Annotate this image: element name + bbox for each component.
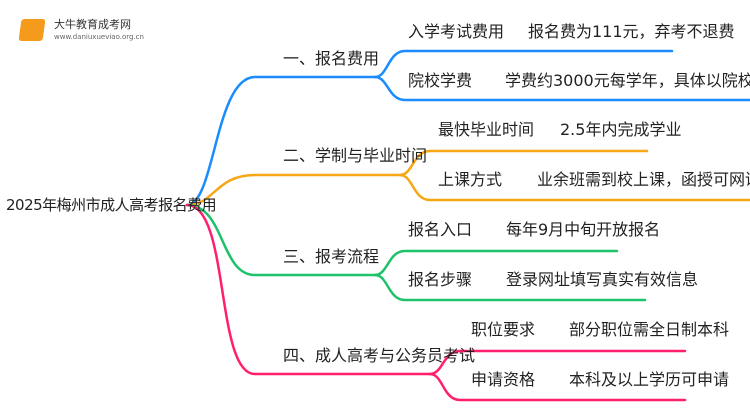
leaf-label[interactable]: 申请资格 [471, 370, 536, 389]
leaf-label[interactable]: 院校学费 [408, 71, 473, 90]
logo-url: www.daniuxueviao.org.cn [54, 33, 144, 41]
branch-2-label[interactable]: 二、学制与毕业时间 [283, 146, 428, 165]
leaf-4-2-connector [428, 372, 687, 402]
leaf-label[interactable]: 入学考试费用 [408, 22, 505, 41]
leaf-1-1-connector [373, 49, 674, 79]
leaf-value: 业余班需到校上课，函授可网课 [537, 170, 750, 189]
leaf-value: 每年9月中旬开放报名 [506, 220, 661, 239]
leaf-4-1-connector [428, 349, 687, 376]
leaf-label[interactable]: 职位要求 [471, 320, 536, 339]
leaf-3-1-connector [373, 249, 619, 277]
leaf-1-2-connector [373, 75, 750, 102]
leaf-value: 报名费为111元，弃考不退费 [528, 22, 735, 41]
logo-name: 大牛教育成考网 [54, 18, 131, 31]
leaf-label[interactable]: 报名步骤 [408, 270, 473, 289]
branch-3-connector [185, 203, 377, 277]
leaf-value: 2.5年内完成学业 [560, 120, 682, 139]
leaf-value: 本科及以上学历可申请 [569, 370, 730, 389]
leaf-label[interactable]: 报名入口 [408, 220, 473, 239]
branch-1-label[interactable]: 一、报名费用 [283, 49, 380, 68]
branch-1-connector [185, 75, 377, 207]
leaf-value: 学费约3000元每学年，具体以院校为准 [505, 71, 750, 90]
leaf-label[interactable]: 最快毕业时间 [438, 120, 535, 139]
leaf-3-2-connector [373, 273, 647, 302]
leaf-value: 部分职位需全日制本科 [569, 320, 730, 339]
leaf-label[interactable]: 上课方式 [438, 170, 503, 189]
root-node[interactable]: 2025年梅州市成人高考报名费用 [6, 196, 217, 214]
branch-4-label[interactable]: 四、成人高考与公务员考试 [283, 346, 476, 365]
site-logo[interactable]: 大牛教育成考网 www.daniuxueviao.org.cn [18, 18, 144, 42]
leaf-value: 登录网址填写真实有效信息 [506, 270, 699, 289]
branch-3-label[interactable]: 三、报考流程 [283, 247, 380, 266]
branch-4-connector [185, 203, 432, 376]
leaf-2-1-connector [398, 149, 649, 177]
branch-2-connector [185, 173, 402, 207]
leaf-2-2-connector [398, 173, 750, 202]
